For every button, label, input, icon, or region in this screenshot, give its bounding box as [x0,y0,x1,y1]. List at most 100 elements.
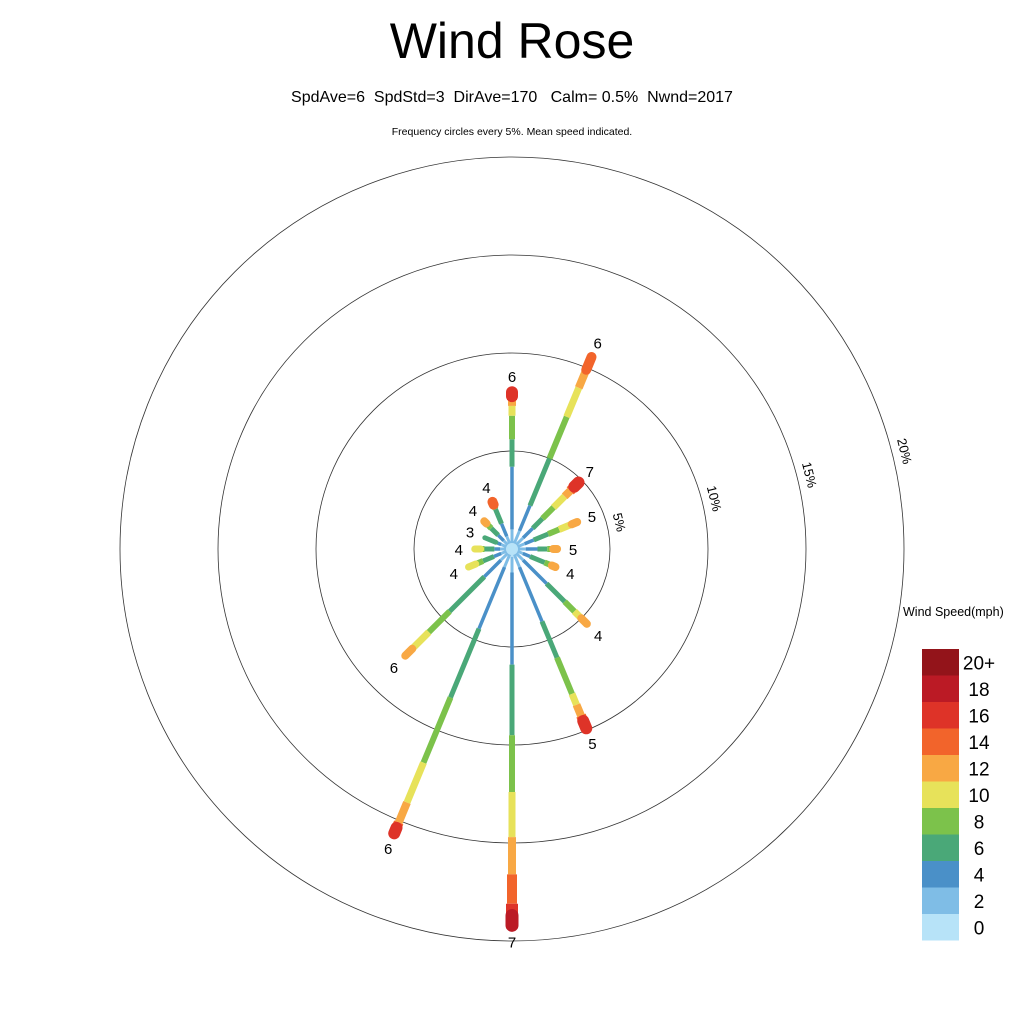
spoke-segment-12 [401,644,417,660]
spoke-sse [510,548,593,735]
mean-speed-label: 5 [588,509,596,526]
spoke-segment-4 [499,522,509,537]
legend-swatch-20+ [922,649,959,676]
chart-note: Frequency circles every 5%. Mean speed i… [392,126,632,138]
mean-speed-label: 4 [469,503,477,520]
spoke-ssw [388,548,514,840]
spoke-segment-12 [561,487,574,500]
ring-label: 20% [894,437,915,466]
ring-20 [119,156,905,942]
spoke-sw [401,548,513,660]
spoke-segment-2 [503,553,512,568]
spoke-segment-2 [515,552,525,562]
spoke-segment-2 [512,553,521,568]
legend-label: 16 [968,706,989,727]
legend-swatch-6 [922,834,959,861]
spoke-segment-8 [426,609,452,635]
spoke-segment-2 [515,536,525,546]
legend-swatch-4 [922,861,959,888]
spoke-segment-12 [395,800,411,824]
spoke-segment-12 [572,703,585,718]
spoke-segment-16 [568,476,585,493]
spoke-segment-8 [546,415,570,460]
spoke-segment-6 [493,508,504,525]
mean-speed-label: 4 [455,542,463,559]
mean-speed-label: 6 [593,335,601,352]
mean-speed-label: 7 [586,464,594,481]
spoke-segment-4 [483,558,503,578]
spoke-segment-8 [540,505,556,521]
spoke-segment-12 [480,517,491,528]
spoke-segment-10 [551,493,568,510]
spoke-segment-6 [544,581,567,604]
ring-label: 5% [610,511,629,533]
spoke-segment-6 [482,535,499,545]
ring-label: 15% [799,460,820,489]
mean-speed-label: 5 [569,542,577,559]
spoke-segment-2 [500,549,508,555]
legend-swatch-12 [922,755,959,782]
mean-speed-label: 4 [594,628,602,645]
chart-title: Wind Rose [390,13,635,69]
spoke-segment-10 [563,386,582,419]
spoke-segment-8 [554,656,575,696]
mean-speed-label: 3 [466,525,474,542]
frequency-rings: 5% 10% 15% 20% [119,156,915,942]
spoke-segment-2 [516,542,526,549]
spoke-segment-4 [517,504,532,532]
spoke-segment-6 [531,516,545,530]
legend-swatch-8 [922,808,959,835]
spoke-segment-4 [521,526,535,540]
spoke-segment-8 [547,526,561,537]
spoke-segment-12 [567,517,582,529]
mean-speed-label: 4 [482,480,490,497]
spoke-segment-2 [500,543,508,549]
legend-swatch-16 [922,702,959,729]
mean-speed-label: 4 [566,566,574,583]
spoke-segment-2 [505,535,512,545]
legend-label: 10 [968,786,989,807]
spoke-segment-6 [447,574,487,614]
mean-speed-label: 6 [390,660,398,677]
spoke-segment-10 [465,560,480,571]
spoke-segment-6 [539,620,560,659]
mean-speed-label: 7 [508,934,516,951]
spoke-segment-8 [420,696,454,764]
spoke-segment-14 [581,352,597,375]
spoke-segment-4 [517,566,544,623]
spoke-segment-6 [529,554,546,565]
ring-label: 10% [704,484,725,513]
spoke-segment-4 [521,558,548,585]
calm-center [507,544,517,554]
spoke-segment-2 [512,530,521,545]
spoke-ne [511,476,585,550]
spoke-nne [510,352,597,550]
spoke-segment-6 [532,531,550,543]
spoke-segment-10 [403,761,427,804]
spoke-segment-16 [388,821,403,840]
mean-speed-label: 6 [508,369,516,386]
legend-label: 18 [968,680,989,701]
spoke-ene [511,517,582,551]
spoke-segment-6 [527,457,552,507]
spoke-segment-16 [577,715,593,735]
spoke-segment-12 [547,561,560,572]
spoke-segment-2 [516,549,524,555]
chart-subtitle: SpdAve=6 SpdStd=3 DirAve=170 Calm= 0.5% … [291,89,733,106]
spoke-segment-6 [482,554,495,564]
legend-swatch-18 [922,675,959,702]
spoke-segment-4 [493,551,502,559]
spoke-se [511,548,591,628]
mean-speed-label: 5 [588,736,596,753]
spoke-segment-4 [496,533,505,542]
legend-label: 0 [974,918,985,939]
legend-label: 4 [974,865,985,886]
legend-swatch-0 [922,914,959,941]
spoke-segment-4 [524,538,535,546]
legend-label: 2 [974,892,985,913]
spoke-segment-2 [499,552,509,562]
legend-label: 6 [974,839,985,860]
legend-label: 12 [968,759,989,780]
